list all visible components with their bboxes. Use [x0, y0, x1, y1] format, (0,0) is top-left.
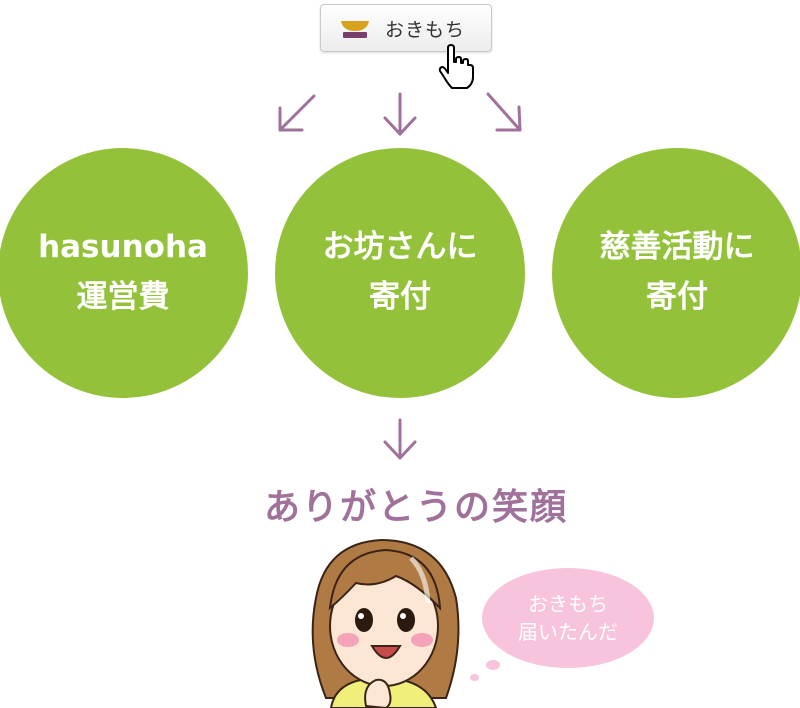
circle-label-line1: hasunoha	[38, 229, 208, 266]
circle-monk-donation: お坊さんに 寄付	[275, 148, 525, 398]
arrow-right	[486, 92, 522, 132]
thought-dot-large	[486, 660, 500, 670]
circle-label-line1: お坊さんに	[322, 229, 478, 266]
offering-bowl-icon	[341, 21, 369, 38]
okimochi-button[interactable]: おきもち	[320, 4, 492, 52]
circle-label-line1: 慈善活動に	[599, 229, 755, 266]
circle-charity-donation: 慈善活動に 寄付	[552, 148, 800, 398]
hand-cursor-icon	[438, 44, 474, 89]
bubble-line1: おきもち	[528, 592, 608, 616]
smiling-girl-illustration	[311, 538, 460, 708]
circle-hasunoha-operating-cost: hasunoha 運営費	[0, 148, 248, 398]
arrow-left	[278, 94, 316, 132]
result-title: ありがとうの笑顔	[263, 487, 568, 528]
arrow-center	[383, 92, 417, 136]
circle-label-line2: 寄付	[646, 279, 708, 315]
circle-label-line2: 運営費	[76, 279, 170, 315]
thought-dot-small	[470, 674, 479, 681]
okimochi-button-label: おきもち	[385, 18, 466, 41]
arrow-down	[383, 418, 417, 460]
circle-label-line2: 寄付	[369, 279, 431, 315]
thought-bubble: おきもち 届いたんだ	[482, 568, 654, 668]
bubble-line2: 届いたんだ	[518, 620, 618, 644]
